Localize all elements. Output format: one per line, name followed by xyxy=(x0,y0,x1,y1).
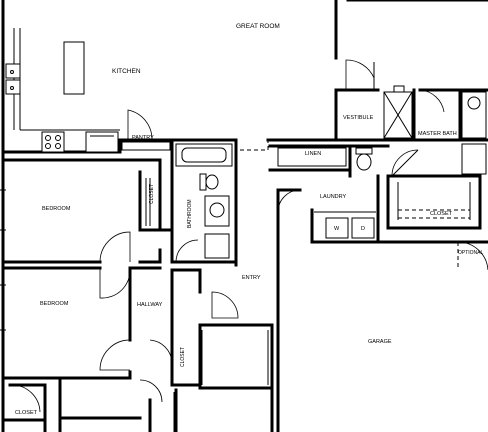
refrigerator-icon xyxy=(85,131,119,153)
label-vestibule: VESTIBULE xyxy=(343,115,374,121)
room-labels: GREAT ROOM KITCHEN PANTRY VESTIBULE MAST… xyxy=(15,23,484,416)
toilet-icon xyxy=(199,173,207,191)
label-pantry: PANTRY xyxy=(132,135,154,141)
label-bedroom-upper: BEDROOM xyxy=(42,206,71,212)
sink-icon xyxy=(209,202,225,218)
label-kitchen: KITCHEN xyxy=(112,68,141,75)
label-closet-hall: CLOSET xyxy=(180,347,186,367)
label-closet-bed2: CLOSET xyxy=(15,410,38,416)
label-hallway: HALLWAY xyxy=(137,302,163,308)
sink-icon xyxy=(467,96,481,110)
label-garage: GARAGE xyxy=(368,339,392,345)
label-linen: LINEN xyxy=(305,151,321,157)
label-laundry: LAUNDRY xyxy=(320,194,347,200)
hall-bathroom-fixtures xyxy=(175,143,233,263)
kitchen-fixtures xyxy=(5,28,171,153)
linen-laundry-fixtures xyxy=(277,147,488,271)
label-closet-bed1: CLOSET xyxy=(149,184,155,204)
label-great-room: GREAT ROOM xyxy=(236,23,280,30)
dryer-icon xyxy=(351,217,375,239)
bedroom-openings xyxy=(0,178,269,432)
label-bedroom-lower: BEDROOM xyxy=(40,301,69,307)
label-washer: W xyxy=(334,226,340,232)
master-suite-fixtures xyxy=(345,59,487,220)
toilet-icon xyxy=(355,147,373,155)
label-master-bath: MASTER BATH xyxy=(418,131,457,137)
great-room-openings xyxy=(235,140,269,151)
label-closet-master: CLOSET xyxy=(430,211,453,217)
bathtub-icon xyxy=(175,143,233,167)
label-bathroom: BATHROOM xyxy=(187,199,193,228)
washer-icon xyxy=(325,217,349,239)
stove-icon xyxy=(41,131,65,153)
label-optional: OPTIONAL xyxy=(458,250,484,256)
label-entry: ENTRY xyxy=(242,275,261,281)
kitchen-island xyxy=(63,41,85,95)
label-dryer: D xyxy=(361,226,365,232)
